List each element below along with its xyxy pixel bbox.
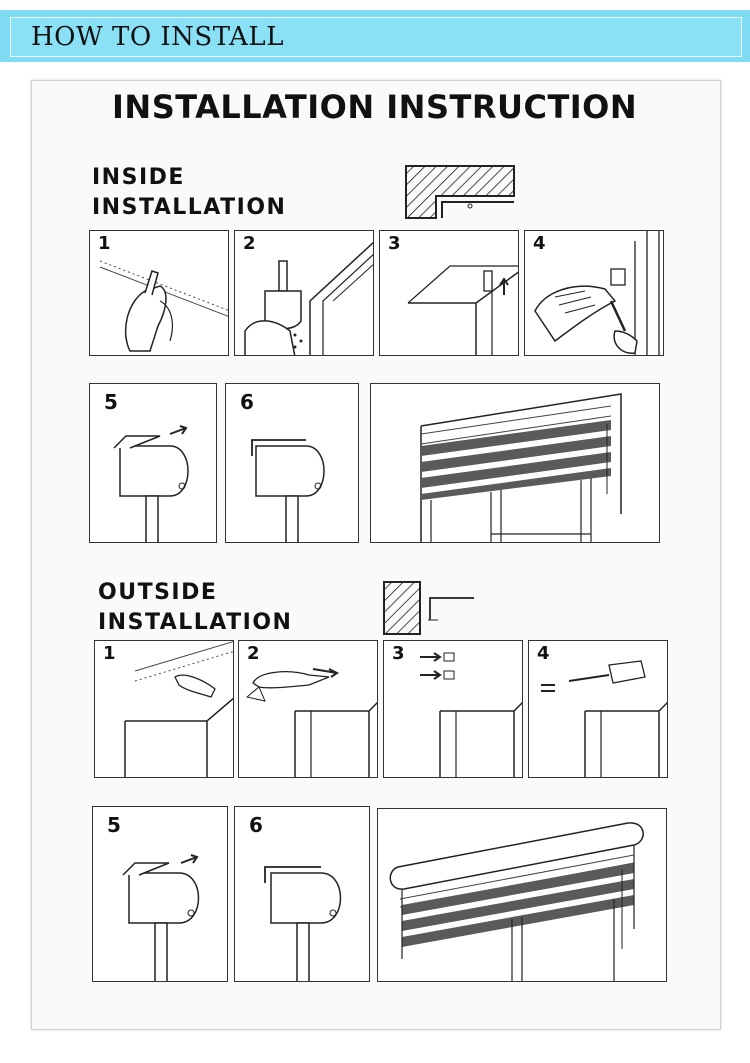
- inside-title-line2: INSTALLATION: [92, 195, 287, 220]
- headrail-icon: [264, 866, 342, 981]
- outside-step-4-panel: 4: [528, 640, 668, 778]
- inside-step-4-number: 4: [533, 233, 546, 254]
- headrail-icon: [251, 439, 325, 542]
- header-title: HOW TO INSTALL: [31, 22, 284, 52]
- pencil-icon: [99, 260, 228, 352]
- inside-step-5-panel: 5: [89, 383, 217, 543]
- roller-blind-icon: [389, 822, 644, 981]
- inside-step-6-number: 6: [240, 390, 254, 414]
- header-bar: HOW TO INSTALL: [0, 10, 750, 62]
- inside-step-4-panel: 4: [524, 230, 664, 356]
- outside-step-5-number: 5: [107, 813, 121, 837]
- outside-section-title: OUTSIDE INSTALLATION: [98, 578, 292, 638]
- inside-step-3-panel: 3: [379, 230, 519, 356]
- headrail-icon: [113, 425, 189, 542]
- inside-step-1-panel: 1: [89, 230, 229, 356]
- arrow-icon: [420, 652, 522, 777]
- page-title: INSTALLATION INSTRUCTION: [112, 88, 638, 126]
- outside-step-3-number: 3: [392, 643, 405, 664]
- inside-section-title: INSIDE INSTALLATION: [92, 163, 286, 223]
- outside-step-5-panel: 5: [92, 806, 228, 982]
- wall-corner-icon: [405, 165, 515, 219]
- screwdriver-icon: [541, 660, 667, 777]
- bracket-icon: [407, 265, 518, 355]
- outside-step-4-number: 4: [537, 643, 550, 664]
- inside-step-3-number: 3: [388, 233, 401, 254]
- outside-step-2-number: 2: [247, 643, 260, 664]
- headrail-icon: [122, 854, 200, 981]
- outside-step-3-panel: 3: [383, 640, 523, 778]
- outside-step-6-number: 6: [249, 813, 263, 837]
- inside-result-panel: [370, 383, 660, 543]
- pencil-icon: [124, 641, 233, 777]
- outside-step-1-panel: 1: [94, 640, 234, 778]
- roller-blind-icon: [420, 393, 622, 542]
- wall-section-icon: [383, 581, 474, 635]
- outside-title-line2: INSTALLATION: [98, 610, 293, 635]
- outside-step-2-panel: 2: [238, 640, 378, 778]
- drill-icon: [245, 668, 377, 777]
- outside-title-line1: OUTSIDE: [98, 580, 218, 605]
- inside-step-2-number: 2: [243, 233, 256, 254]
- screwdriver-icon: [534, 231, 660, 355]
- outside-step-1-number: 1: [103, 643, 116, 664]
- inside-step-2-panel: 2: [234, 230, 374, 356]
- inside-step-5-number: 5: [104, 390, 118, 414]
- header-inner: HOW TO INSTALL: [10, 17, 742, 57]
- drill-icon: [244, 241, 373, 355]
- outside-step-6-panel: 6: [234, 806, 370, 982]
- inside-title-line1: INSIDE: [92, 165, 185, 190]
- outside-result-panel: [377, 808, 667, 982]
- inside-step-6-panel: 6: [225, 383, 359, 543]
- inside-step-1-number: 1: [98, 233, 111, 254]
